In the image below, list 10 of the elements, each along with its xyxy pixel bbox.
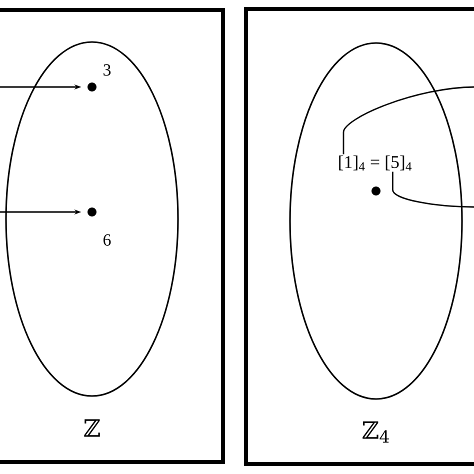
set-label: ℤ <box>84 419 100 437</box>
point-dot <box>372 186 380 196</box>
point-label: 6 <box>104 234 111 246</box>
connector-line <box>342 86 474 154</box>
set-label: ℤ$_{4}$ <box>362 421 389 443</box>
panel-frame <box>0 8 225 464</box>
equation-text: [1]$_{4}$ = [5]$_{4}$ <box>339 155 412 170</box>
connector-line <box>392 172 474 208</box>
panel-frame <box>244 7 474 466</box>
point-label: 3 <box>104 64 111 76</box>
